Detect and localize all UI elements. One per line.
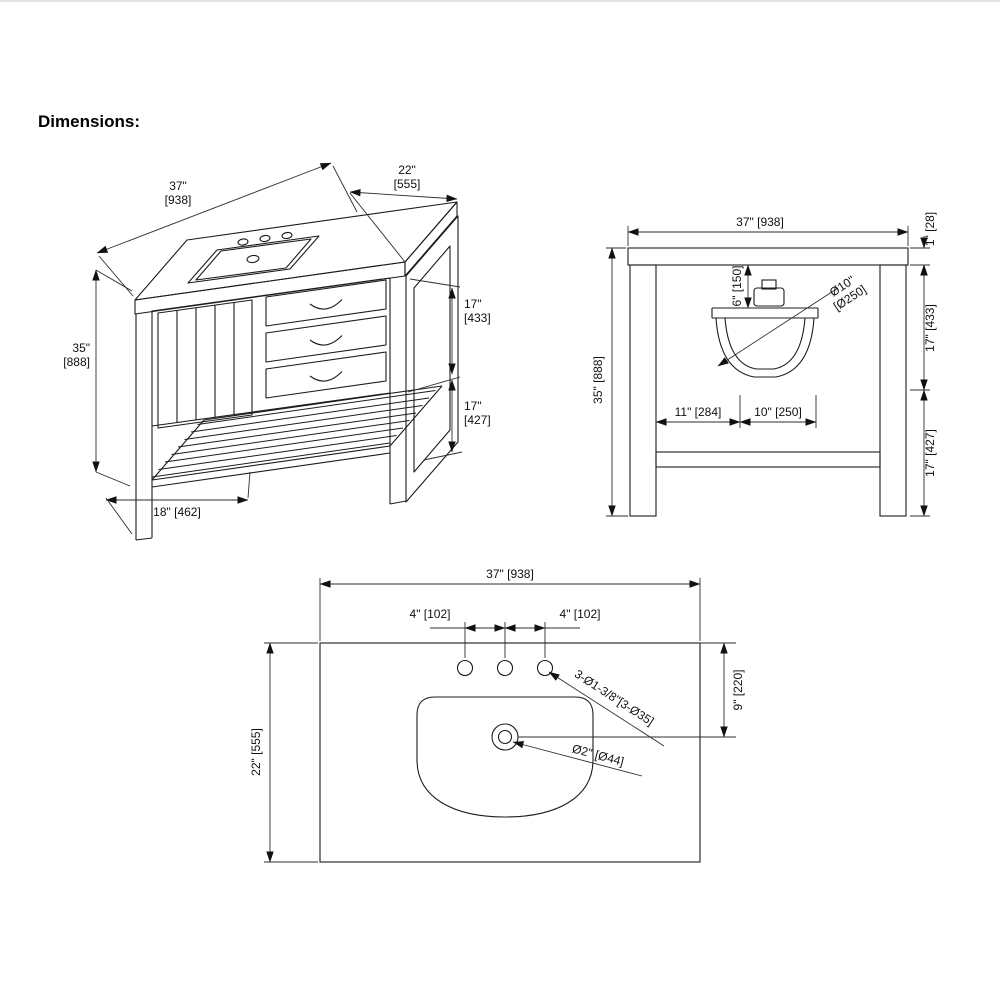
- top-countertop: [319, 642, 701, 863]
- page-title: Dimensions:: [38, 112, 141, 131]
- front-faucet-height-label: 6" [150]: [730, 266, 744, 307]
- iso-lower-label-in: 17": [464, 399, 482, 413]
- iso-body-front: [151, 277, 391, 427]
- top-drain-outer: [491, 723, 519, 751]
- top-hole-left-label: 4" [102]: [410, 607, 451, 621]
- iso-plank-door: [157, 299, 253, 429]
- iso-shelf-front-rail-lower: [151, 452, 391, 488]
- iso-drawer-2: [265, 315, 387, 363]
- front-counter-thickness-label: 1" [28]: [923, 212, 937, 246]
- iso-faucet-hole-3: [281, 231, 293, 240]
- front-faucet-top: [761, 279, 777, 290]
- front-sink-bowl-inner: [724, 317, 806, 370]
- top-sink-cutout: [416, 696, 594, 818]
- top-divider: [0, 0, 1000, 2]
- iso-shelf-back-rail: [203, 385, 443, 421]
- front-sink-dia-label: Ø10" [Ø250]: [827, 273, 869, 314]
- top-width-label: 37" [938]: [486, 567, 534, 581]
- top-faucet-hole-1: [456, 659, 474, 677]
- top-depth-label: 22" [555]: [249, 728, 263, 776]
- iso-height-label-mm: [888]: [63, 355, 90, 369]
- iso-drawer-3: [265, 351, 387, 399]
- iso-faucet-hole-1: [237, 238, 249, 246]
- iso-upper-label-in: 17": [464, 297, 482, 311]
- iso-shelf-left-rail: [151, 419, 205, 481]
- iso-left-leg-foot: [135, 537, 153, 541]
- front-shelf: [655, 451, 881, 468]
- iso-drawer-handle-1: [309, 299, 343, 310]
- top-counter-outline: [319, 642, 701, 863]
- front-view: 37" [938] 1" [28] 6" [150] Ø10" [Ø250] 1…: [591, 212, 937, 517]
- iso-right-leg-foot: [389, 500, 407, 505]
- iso-sink-outline: [187, 235, 320, 284]
- iso-cabinet: [134, 201, 459, 541]
- top-hole-right-label: 4" [102]: [560, 607, 601, 621]
- iso-shelf-right-rail: [389, 385, 443, 447]
- top-faucet-hole-2: [496, 659, 514, 677]
- front-sink-width-label: 10" [250]: [754, 405, 802, 419]
- iso-countertop-top: [134, 201, 458, 301]
- front-countertop: [627, 247, 909, 266]
- iso-lower-label-mm: [427]: [464, 413, 491, 427]
- iso-shelf-front-rail: [151, 445, 391, 481]
- iso-faucet-hole-2: [259, 234, 271, 243]
- top-dimension-lines: [264, 578, 736, 863]
- isometric-view: 37" [938] 22" [555] 35" [888] 17" [433] …: [63, 162, 491, 541]
- front-cabinet: [627, 247, 909, 517]
- top-drain-offset-label: 9" [220]: [731, 670, 745, 711]
- iso-dimension-lines: [92, 162, 463, 535]
- front-upper-label: 17" [433]: [923, 304, 937, 352]
- front-width-label: 37" [938]: [736, 215, 784, 229]
- top-drain-inner: [497, 729, 513, 745]
- iso-upper-label-mm: [433]: [464, 311, 491, 325]
- top-faucet-hole-3: [536, 659, 554, 677]
- front-left-leg: [629, 264, 657, 517]
- iso-height-label-in: 35": [72, 341, 90, 355]
- iso-depth-label-in: 22": [398, 163, 416, 177]
- iso-width-label-in: 37": [169, 179, 187, 193]
- front-height-label: 35" [888]: [591, 356, 605, 404]
- iso-right-side-panel-inset: [413, 245, 451, 473]
- top-holes-label: 3-Ø1-3/8"[3-Ø35]: [572, 667, 656, 729]
- iso-width-label-mm: [938]: [165, 193, 192, 207]
- top-view: 37" [938] 4" [102] 4" [102] 3-Ø1-3/8"[3-…: [249, 567, 745, 863]
- iso-shelf-label: 18" [462]: [153, 505, 201, 519]
- front-sink-bowl-outer: [715, 317, 815, 378]
- iso-depth-label-mm: [555]: [394, 177, 421, 191]
- front-dimension-lines: [606, 226, 930, 517]
- front-right-leg: [879, 264, 907, 517]
- iso-drain: [246, 254, 260, 264]
- front-faucet-body: [753, 287, 785, 307]
- iso-drawer-handle-3: [309, 371, 343, 382]
- iso-drawer-handle-2: [309, 335, 343, 346]
- iso-shelf-slats: [151, 390, 436, 478]
- iso-countertop-right: [404, 201, 458, 277]
- front-lower-label: 17" [427]: [923, 429, 937, 477]
- iso-drawer-1: [265, 279, 387, 327]
- front-left-offset-label: 11" [284]: [675, 405, 722, 419]
- iso-right-side-panel: [405, 215, 459, 503]
